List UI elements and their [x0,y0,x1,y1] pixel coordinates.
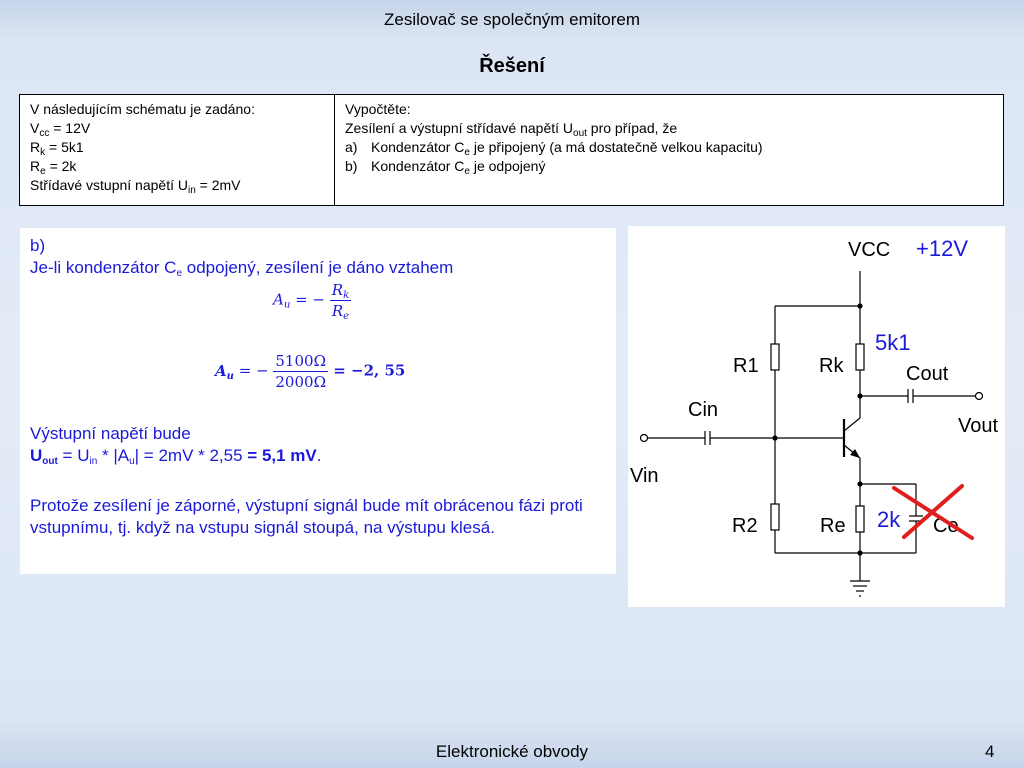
r1-resistor [770,343,780,371]
vcc-value: +12V [916,236,968,261]
list-item: a) Kondenzátor Ce je připojený (a má dos… [345,139,763,158]
ce-label: Ce [933,515,959,537]
gain-fraction: Rk Re [329,281,352,322]
page-number: 4 [985,742,995,761]
output-voltage-section: Výstupní napětí bude Uout = Uin * |Au| =… [30,423,606,467]
slide-subtitle: Řešení [479,55,545,77]
compute-text: Zesílení a výstupní střídavé napětí Uout… [345,120,678,139]
phase-note: Protože zesílení je záporné, výstupní si… [30,496,583,537]
list-item: b) Kondenzátor Ce je odpojený [345,158,546,177]
gain-formula: Au = − Rk Re [273,281,352,322]
solution-panel: b) Je-li kondenzátor Ce odpojený, zesíle… [20,228,616,574]
given-uin: Střídavé vstupní napětí Uin = 2mV [30,177,241,196]
rk-resistor [855,343,865,371]
ce-removed-cross [892,484,974,540]
given-re: Re = 2k [30,158,77,177]
task-table: V následujícím schématu je zadáno: Vcc =… [19,94,1004,206]
solution-intro: Je-li kondenzátor Ce odpojený, zesílení … [30,258,454,279]
vout-label: Vout [958,415,998,437]
given-header: V následujícím schématu je zadáno: [30,101,255,117]
re-value: 2k [877,507,901,532]
slide-footer: Elektronické obvody [435,742,589,761]
r1-label: R1 [733,355,759,377]
given-values-cell: V následujícím schématu je zadáno: Vcc =… [20,95,335,205]
slide-title: Zesilovač se společným emitorem [383,10,641,29]
vcc-label: VCC [848,239,890,261]
r2-resistor [770,503,780,531]
gain-calculation: Au = − 5100Ω 2000Ω = −2, 55 [215,352,406,391]
given-rk: Rk = 5k1 [30,139,84,158]
given-vcc: Vcc = 12V [30,120,91,139]
re-resistor [855,505,865,533]
calc-fraction: 5100Ω 2000Ω [273,352,329,391]
cin-label: Cin [688,399,718,421]
re-label: Re [820,515,846,537]
vin-label: Vin [630,465,659,487]
r2-label: R2 [732,515,758,537]
output-line: Uout = Uin * |Au| = 2mV * 2,55 = 5,1 mV. [30,446,322,467]
output-header: Výstupní napětí bude [30,424,191,443]
circuit-schematic: VCC R1 Rk Cout Cin Vout Vin R2 Re Ce +12… [630,236,998,597]
rk-label: Rk [819,355,844,377]
cout-label: Cout [906,363,949,385]
compute-cell: Vypočtěte: Zesílení a výstupní střídavé … [335,95,1003,205]
solution-label: b) [30,236,46,255]
circuit-diagram: VCC R1 Rk Cout Cin Vout Vin R2 Re Ce +12… [628,226,1005,607]
rk-value: 5k1 [875,330,910,355]
compute-header: Vypočtěte: [345,101,411,117]
